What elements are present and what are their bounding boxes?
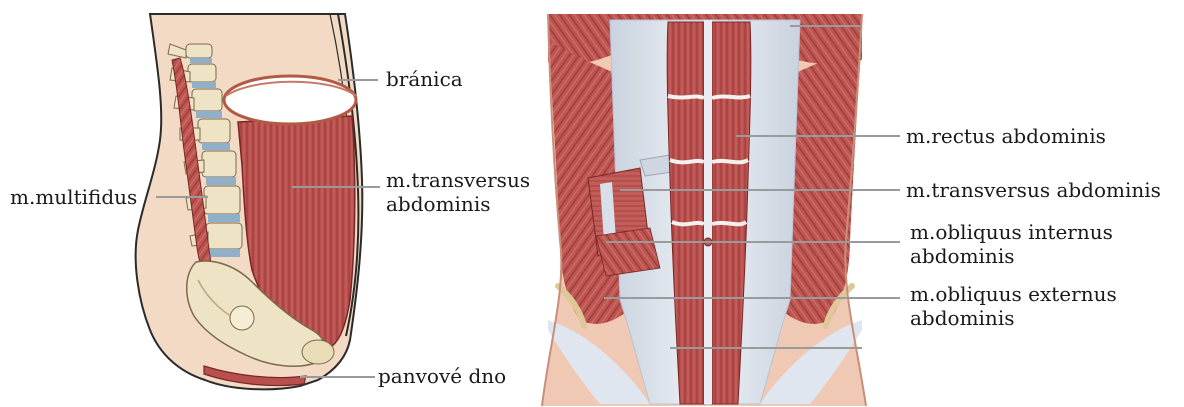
label-obliquus-externus-line2: abdominis xyxy=(910,306,1117,330)
label-transversus-lateral: m.transversus abdominis xyxy=(386,168,530,216)
label-obliquus-internus-line2: abdominis xyxy=(910,244,1113,268)
label-diaphragm: bránica xyxy=(386,67,463,91)
label-pelvic-floor: panvové dno xyxy=(378,364,506,388)
label-transversus-lateral-line2: abdominis xyxy=(386,192,530,216)
label-obliquus-externus: m.obliquus externus abdominis xyxy=(910,282,1117,330)
obliquus-internus-patch xyxy=(596,228,660,276)
label-transversus-abdominis: m.transversus abdominis xyxy=(906,178,1161,202)
label-multifidus: m.multifidus xyxy=(10,185,137,209)
diaphragm-dome xyxy=(224,76,356,124)
left-figure xyxy=(136,14,363,389)
label-obliquus-internus-line1: m.obliquus internus xyxy=(910,220,1113,244)
label-rectus-abdominis: m.rectus abdominis xyxy=(906,124,1106,148)
label-obliquus-externus-line1: m.obliquus externus xyxy=(910,282,1117,306)
label-obliquus-internus: m.obliquus internus abdominis xyxy=(910,220,1113,268)
label-transversus-lateral-line1: m.transversus xyxy=(386,168,530,192)
linea-alba xyxy=(704,20,712,404)
